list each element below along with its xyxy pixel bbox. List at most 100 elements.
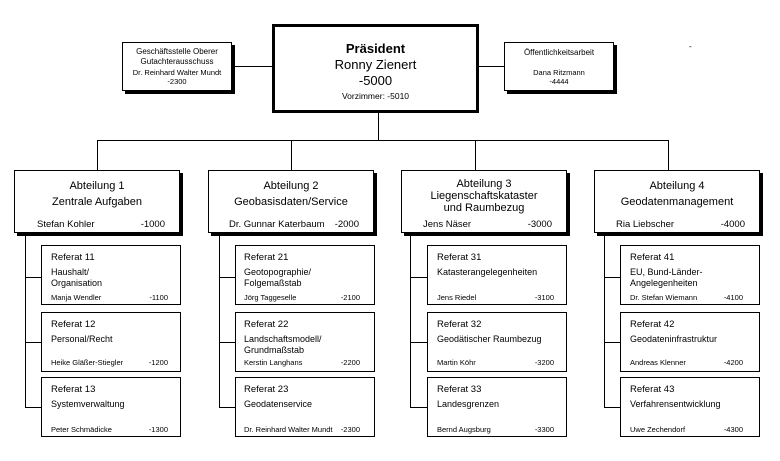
staff-right-person: Dana Ritzmann [533,68,585,77]
referat-13-name-1: Systemverwaltung [51,399,125,409]
department-3-line-2: Liegenschaftskataster [430,190,538,202]
branch-42 [604,342,620,343]
dept-4-spine [604,233,605,407]
referat-box-33: Referat 33 Landesgrenzen Bernd Augsburg … [427,377,567,437]
referat-21-title: Referat 21 [244,252,289,263]
referat-23-title: Referat 23 [244,384,289,395]
president-name: Ronny Zienert [334,57,417,72]
branch-11 [25,277,41,278]
department-4-head: Ria Liebscher [616,219,675,230]
referat-32-person: Martin Köhr [437,358,476,367]
department-4-line-1: Abteilung 4 [649,180,705,192]
referat-23-name-1: Geodatenservice [244,399,313,409]
department-1-extension: -1000 [140,219,165,230]
branch-31 [410,277,427,278]
referat-31-extension: -3100 [534,293,554,302]
department-2-head: Dr. Gunnar Katerbaum [229,219,325,230]
branch-13 [25,407,41,408]
referat-box-43: Referat 43 Verfahrensentwicklung Uwe Zec… [620,377,760,437]
department-3-line-1: Abteilung 3 [456,178,512,190]
department-1-line-1: Abteilung 1 [69,180,125,192]
referat-23-person: Dr. Reinhard Walter Mundt [244,425,333,434]
staff-right-title: Öffentlichkeitsarbeit [523,48,595,57]
referat-43-extension: -4300 [723,425,743,434]
referat-box-32: Referat 32 Geodätischer Raumbezug Martin… [427,312,567,372]
referat-box-41: Referat 41 EU, Bund-Länder- Angelegenhei… [620,245,760,305]
referat-31-person: Jens Riedel [437,293,477,302]
president-office: Vorzimmer: -5010 [341,91,410,101]
connector-dept-2 [291,140,292,170]
dept-2-spine [219,233,220,407]
referat-33-person: Bernd Augsburg [437,425,491,434]
referat-12-name-1: Personal/Recht [51,334,113,344]
department-3-extension: -3000 [527,219,552,230]
referat-box-23: Referat 23 Geodatenservice Dr. Reinhard … [235,377,375,437]
referat-11-person: Manja Wendler [51,293,102,302]
branch-41 [604,277,620,278]
referat-22-name-2: Grundmaßstab [244,345,305,355]
referat-11-name-2: Organisation [51,278,103,288]
branch-33 [410,407,427,408]
referat-42-extension: -4200 [723,358,743,367]
referat-21-extension: -2100 [340,293,360,302]
president-title: Präsident [345,41,406,56]
referat-box-22: Referat 22 Landschaftsmodell/ Grundmaßst… [235,312,375,372]
referat-11-name-1: Haushalt/ [51,267,90,277]
department-2-line-2: Geobasisdaten/Service [234,196,348,208]
branch-21 [219,277,235,278]
dept-3-spine [410,233,411,407]
department-1-line-2: Zentrale Aufgaben [52,196,142,208]
referat-12-title: Referat 12 [51,319,96,330]
staff-left-line-2: Gutachterausschuss [140,57,214,66]
staff-left-line-1: Geschäftsstelle Oberer [136,47,218,56]
referat-22-name-1: Landschaftsmodell/ [244,334,322,344]
referat-12-person: Heike Gläßer-Stiegler [51,358,124,367]
referat-42-person: Andreas Klenner [630,358,686,367]
branch-22 [219,342,235,343]
referat-41-extension: -4100 [723,293,743,302]
referat-box-31: Referat 31 Katasterangelegenheiten Jens … [427,245,567,305]
department-box-1: Abteilung 1 Zentrale Aufgaben Stefan Koh… [14,170,180,233]
president-box: Präsident Ronny Zienert -5000 Vorzimmer:… [272,24,479,113]
referat-33-extension: -3300 [534,425,554,434]
connector-president-left-staff [232,66,272,67]
referat-13-extension: -1300 [148,425,168,434]
connector-president-down [378,113,379,141]
referat-23-extension: -2300 [340,425,360,434]
connector-dept-3 [475,140,476,170]
staff-right-extension: -4444 [549,77,569,86]
connector-dept-1 [97,140,98,170]
department-4-extension: -4000 [720,219,745,230]
referat-12-extension: -1200 [148,358,168,367]
referat-22-person: Kerstin Langhans [244,358,303,367]
branch-32 [410,342,427,343]
connector-dept-4 [668,140,669,170]
staff-left-person: Dr. Reinhard Walter Mundt [132,68,222,77]
referat-box-12: Referat 12 Personal/Recht Heike Gläßer-S… [41,312,181,372]
dept-1-spine [25,233,26,407]
connector-president-right-staff [479,66,504,67]
branch-12 [25,342,41,343]
referat-33-title: Referat 33 [437,384,482,395]
referat-43-title: Referat 43 [630,384,675,395]
referat-21-name-1: Geotopographie/ [244,267,312,277]
referat-22-title: Referat 22 [244,319,289,330]
referat-32-name-1: Geodätischer Raumbezug [437,334,542,344]
referat-13-person: Peter Schmädicke [51,425,112,434]
referat-41-person: Dr. Stefan Wiemann [630,293,698,302]
branch-43 [604,407,620,408]
department-2-line-1: Abteilung 2 [263,180,319,192]
referat-21-person: Jörg Taggeselle [244,293,297,302]
referat-31-name-1: Katasterangelegenheiten [437,267,538,277]
branch-23 [219,407,235,408]
corner-mark: - [689,42,692,51]
referat-32-extension: -3200 [534,358,554,367]
staff-box-oeffentlichkeitsarbeit: Öffentlichkeitsarbeit Dana Ritzmann -444… [504,42,614,91]
department-2-extension: -2000 [334,219,359,230]
referat-box-11: Referat 11 Haushalt/ Organisation Manja … [41,245,181,305]
referat-box-21: Referat 21 Geotopographie/ Folgemaßstab … [235,245,375,305]
referat-22-extension: -2200 [340,358,360,367]
referat-21-name-2: Folgemaßstab [244,278,302,288]
referat-43-person: Uwe Zechendorf [630,425,686,434]
staff-box-gutachterausschuss: Geschäftsstelle Oberer Gutachterausschus… [122,42,232,91]
